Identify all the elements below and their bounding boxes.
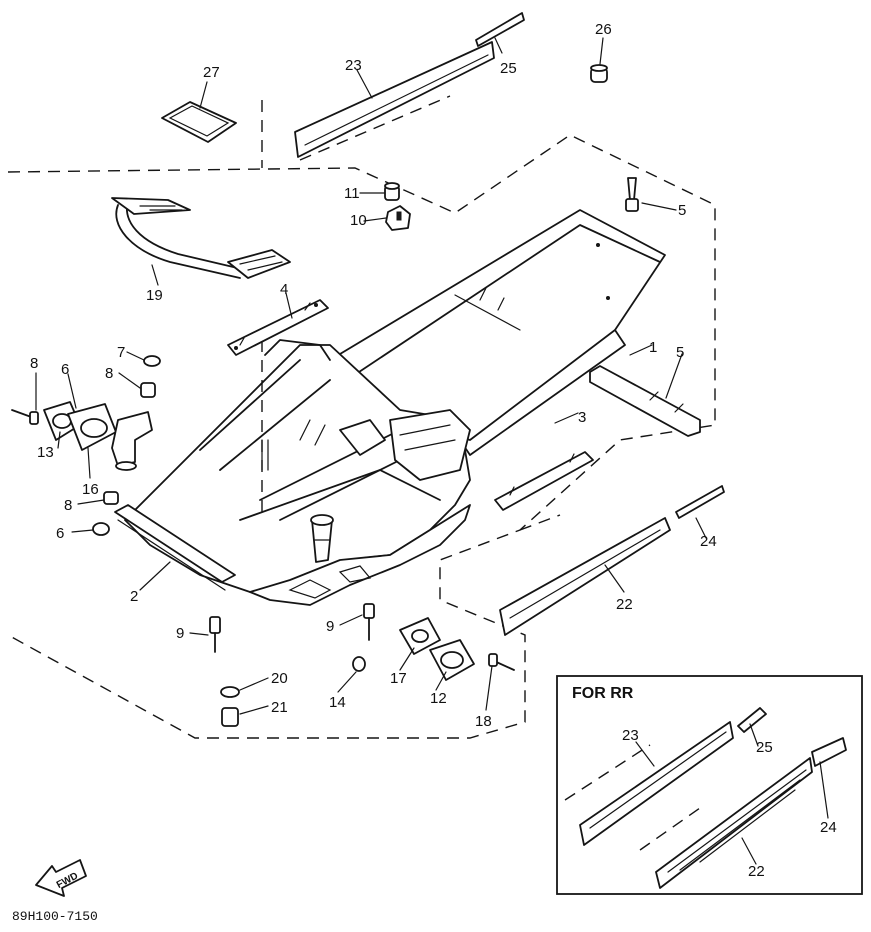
part-13-gasket bbox=[43, 401, 81, 441]
part-10-bracket bbox=[385, 205, 411, 231]
inset-title: FOR RR bbox=[572, 685, 634, 702]
part-24-decal-strip bbox=[675, 485, 725, 519]
inset-part-23-strip bbox=[579, 721, 734, 846]
callout-3: 3 bbox=[578, 409, 586, 426]
part-8-bushing-lower bbox=[103, 491, 119, 505]
part-2-side-rail bbox=[114, 504, 236, 591]
part-14-grommet bbox=[352, 656, 366, 672]
part-17-gasket bbox=[399, 617, 441, 655]
callout-6-lower: 6 bbox=[56, 525, 64, 542]
for-rr-inset: FOR RR 23 25 24 22 bbox=[556, 675, 863, 895]
part-5-pin bbox=[625, 177, 639, 212]
callout-25: 25 bbox=[500, 60, 517, 77]
assembly-boundary-lines bbox=[7, 100, 716, 739]
part-4-bracket bbox=[227, 299, 329, 356]
part-22-decal-strip bbox=[499, 517, 671, 636]
callout-8-left: 8 bbox=[30, 355, 38, 372]
callout-18: 18 bbox=[475, 713, 492, 730]
callout-numbers: 1 2 3 4 5 5 6 6 7 8 8 8 9 9 10 11 12 13 … bbox=[30, 21, 717, 730]
diagram-code: 89H100-7150 bbox=[12, 909, 98, 924]
callout-21: 21 bbox=[271, 699, 288, 716]
callout-23: 23 bbox=[345, 57, 362, 74]
part-3-bracket bbox=[494, 451, 594, 511]
callout-8-lower: 8 bbox=[64, 497, 72, 514]
callout-17: 17 bbox=[390, 670, 407, 687]
part-7-washer bbox=[143, 355, 161, 367]
chassis-frame bbox=[124, 339, 471, 606]
callout-6-upper: 6 bbox=[61, 361, 69, 378]
callout-22: 22 bbox=[616, 596, 633, 613]
callout-19: 19 bbox=[146, 287, 163, 304]
inset-callout-25: 25 bbox=[756, 739, 773, 756]
callout-7: 7 bbox=[117, 344, 125, 361]
part-20-washer bbox=[220, 686, 240, 698]
part-8-bushing-upper bbox=[140, 382, 156, 398]
callout-16: 16 bbox=[82, 481, 99, 498]
callout-10: 10 bbox=[350, 212, 367, 229]
part-9-bolt-left bbox=[209, 616, 221, 653]
part-19-grab-bar bbox=[111, 197, 291, 279]
callout-5-right: 5 bbox=[676, 344, 684, 361]
inset-callout-23: 23 bbox=[622, 727, 639, 744]
inset-part-25-strip bbox=[737, 707, 767, 733]
callout-4: 4 bbox=[280, 281, 288, 298]
part-18-bolt bbox=[488, 653, 515, 671]
part-27-pad bbox=[161, 101, 237, 143]
inset-callout-24: 24 bbox=[820, 819, 837, 836]
callout-9-right: 9 bbox=[326, 618, 334, 635]
inset-callout-22: 22 bbox=[748, 863, 765, 880]
part-6-washer-lower bbox=[92, 522, 110, 536]
callout-12: 12 bbox=[430, 690, 447, 707]
callout-26: 26 bbox=[595, 21, 612, 38]
part-6-holder bbox=[67, 403, 117, 451]
part-26-cap bbox=[590, 64, 608, 83]
callout-5-upper: 5 bbox=[678, 202, 686, 219]
callout-9-left: 9 bbox=[176, 625, 184, 642]
callout-20: 20 bbox=[271, 670, 288, 687]
part-8-bolt-left bbox=[11, 409, 39, 425]
part-9-bolt-right bbox=[363, 603, 375, 641]
part-12-holder bbox=[429, 639, 475, 681]
part-23-decal-strip bbox=[294, 41, 495, 161]
part-21-nut bbox=[221, 707, 239, 727]
part-25-decal-strip bbox=[475, 12, 525, 47]
fwd-arrow: FWD bbox=[35, 859, 87, 897]
callout-24: 24 bbox=[700, 533, 717, 550]
part-16-mount bbox=[111, 411, 153, 471]
callout-14: 14 bbox=[329, 694, 346, 711]
callout-13: 13 bbox=[37, 444, 54, 461]
callout-2: 2 bbox=[130, 588, 138, 605]
part-11-bushing bbox=[384, 182, 400, 201]
leader-lines bbox=[35, 37, 707, 715]
inset-frame bbox=[556, 675, 863, 895]
callout-11: 11 bbox=[344, 185, 360, 202]
callout-8-upper: 8 bbox=[105, 365, 113, 382]
part-5-rear-rail bbox=[589, 365, 701, 437]
inset-part-24-strip bbox=[811, 737, 847, 767]
callout-27: 27 bbox=[203, 64, 220, 81]
callout-1: 1 bbox=[649, 339, 657, 356]
